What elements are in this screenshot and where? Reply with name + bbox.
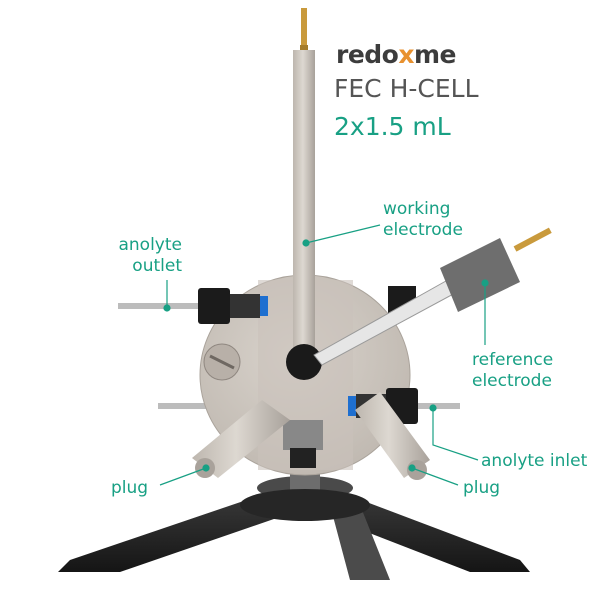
brand-logo-part1: redo: [336, 40, 399, 69]
plug-right-label: plug: [463, 478, 501, 498]
inlet-pin: [380, 403, 460, 409]
working-electrode: [286, 8, 322, 380]
anolyte-outlet-label: anolyte outlet: [104, 235, 182, 277]
reference-electrode-label: reference electrode: [472, 350, 553, 392]
leader-lines: [159, 224, 489, 486]
reference-electrode: [313, 227, 552, 366]
tripod-stand: [58, 470, 530, 580]
outlet-pin: [118, 303, 208, 309]
plug-left-label: plug: [111, 478, 149, 498]
brand-logo-part2: me: [414, 40, 457, 69]
working-electrode-label-line1: working: [383, 199, 451, 219]
reference-electrode-label-line2: electrode: [472, 371, 552, 391]
product-title: FEC H-CELL: [334, 74, 479, 103]
brand-logo: redoxme: [336, 40, 457, 69]
outlet-fitting: [198, 288, 268, 324]
left-pin: [158, 403, 218, 409]
product-volume: 2x1.5 mL: [334, 112, 451, 141]
brand-logo-dot: x: [398, 40, 414, 69]
working-electrode-label: working electrode: [383, 199, 463, 241]
anolyte-outlet-label-line2: outlet: [132, 256, 182, 276]
working-electrode-label-line2: electrode: [383, 220, 463, 240]
anolyte-outlet-label-line1: anolyte: [118, 235, 182, 255]
reference-electrode-label-line1: reference: [472, 350, 554, 370]
anolyte-inlet-label: anolyte inlet: [481, 451, 588, 471]
